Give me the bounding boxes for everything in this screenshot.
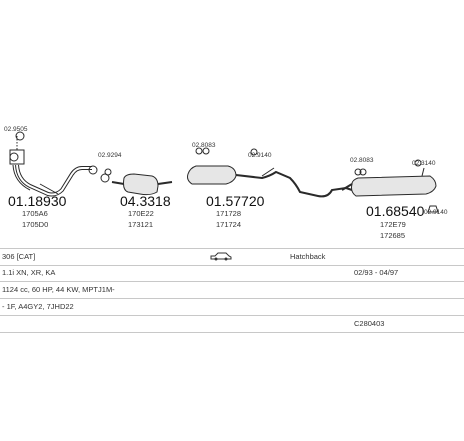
part-1-sub-2: 1705D0: [22, 220, 48, 229]
part-3-code[interactable]: 01.57720: [206, 193, 265, 209]
engine-ids-cell: - 1F, A4GY2, 7JHD22: [2, 302, 74, 311]
set-code-cell[interactable]: C280403: [354, 319, 385, 328]
part-4-ref-2: 02.3140: [412, 160, 436, 167]
date-range-cell: 02/93 - 04/97: [354, 268, 399, 277]
engine-spec-cell: 1124 cc, 60 HP, 44 KW, MPTJ1M-: [2, 285, 115, 294]
part-3-ref-2: 02.9140: [248, 152, 272, 159]
part-1-ref: 02.9505: [4, 126, 28, 133]
part-2-ref: 02.9294: [98, 152, 122, 159]
catalyst-drawing: [111, 173, 173, 196]
model-cell: 306 [CAT]: [2, 252, 36, 261]
middle-silencer-drawing: [187, 147, 347, 198]
body-type-cell: Hatchback: [290, 252, 326, 261]
part-4-ref-3: 02.9140: [424, 209, 448, 216]
part-4-sub-1: 172E79: [380, 220, 406, 229]
table-row-set-code: C280403: [0, 316, 464, 333]
table-row-engine: 1.1i XN, XR, KA 02/93 - 04/97: [0, 265, 464, 282]
table-row-model: 306 [CAT] Hatchback: [0, 248, 464, 266]
part-3-ref: 02.8083: [192, 142, 216, 149]
table-row-engine-spec: 1124 cc, 60 HP, 44 KW, MPTJ1M-: [0, 282, 464, 299]
part-2-sub-1: 170E22: [128, 209, 154, 218]
part-4-ref: 02.8083: [350, 157, 374, 164]
front-pipe-drawing: [9, 131, 92, 197]
clamp-drawing: [88, 165, 112, 183]
part-3-sub-2: 171724: [216, 220, 241, 229]
table-row-engine-ids: - 1F, A4GY2, 7JHD22: [0, 299, 464, 316]
hatchback-car-icon: [210, 251, 232, 263]
part-1-sub-1: 1705A6: [22, 209, 48, 218]
engine-code-cell: 1.1i XN, XR, KA: [2, 268, 56, 277]
part-4-code[interactable]: 01.68540: [366, 203, 425, 219]
part-1-code[interactable]: 01.18930: [8, 193, 67, 209]
part-2-sub-2: 173121: [128, 220, 153, 229]
rear-silencer-drawing: [341, 159, 439, 213]
part-4-sub-2: 172685: [380, 231, 405, 240]
exhaust-system-diagram: 02.9505 01.18930 1705A6 1705D0 02.9294 0…: [4, 126, 448, 240]
part-3-sub-1: 171728: [216, 209, 241, 218]
part-2-code[interactable]: 04.3318: [120, 193, 171, 209]
